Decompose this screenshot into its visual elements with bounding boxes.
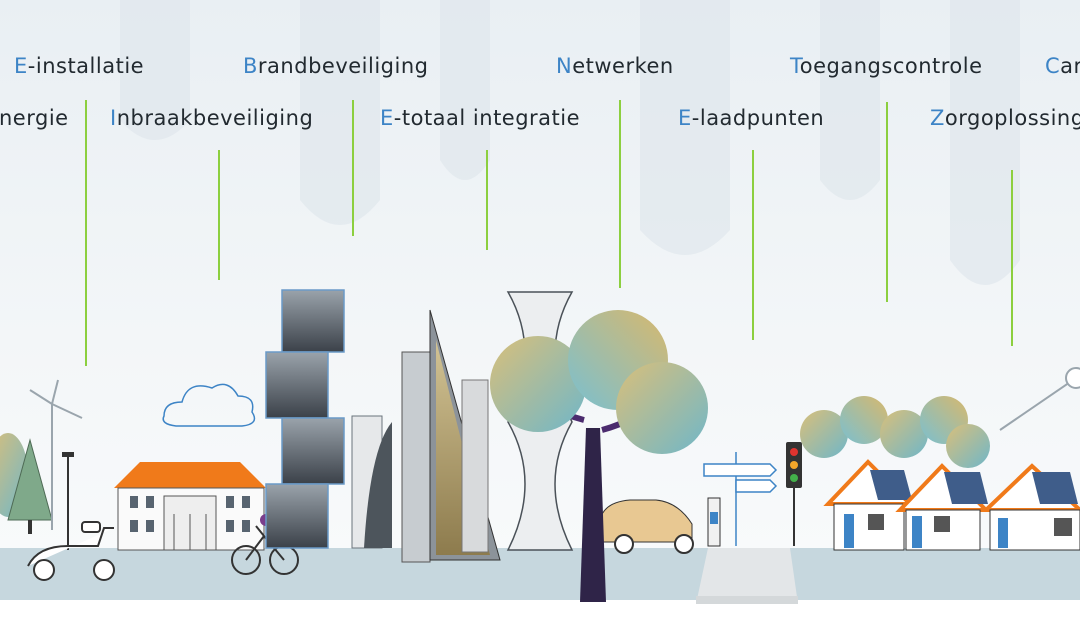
connector-line — [1011, 170, 1013, 346]
connector-line — [352, 100, 354, 236]
connector-line — [218, 150, 220, 280]
signpost-icon — [703, 452, 778, 546]
main-tree — [490, 310, 708, 602]
trees-left — [0, 433, 53, 534]
service-label-camera: Car — [1045, 54, 1080, 78]
car-icon — [599, 499, 694, 554]
charging-station-icon — [707, 497, 721, 547]
town-hall — [114, 462, 266, 551]
service-label-e-laadpunten: E-laadpunten — [678, 106, 825, 130]
connector-line — [486, 150, 488, 250]
service-label-toegangscontrole: Toegangscontrole — [790, 54, 983, 78]
glass-tower — [265, 289, 345, 549]
service-label-netwerken: Netwerken — [556, 54, 674, 78]
service-label-brandbeveiliging: Brandbeveiliging — [243, 54, 429, 78]
connector-line — [619, 100, 621, 288]
wind-turbine-icon — [29, 367, 1080, 530]
traffic-light-icon — [786, 442, 802, 546]
service-label-energie: nergie — [0, 106, 69, 130]
service-label-e-totaal-integratie: E-totaal integratie — [380, 106, 581, 130]
houses — [823, 459, 1080, 551]
cloud-icon — [162, 383, 256, 427]
connector-line — [752, 150, 754, 340]
service-label-e-installatie: E-installatie — [14, 54, 145, 78]
connector-line — [886, 102, 888, 302]
service-label-zorgoplossingen: Zorgoplossing — [930, 106, 1080, 130]
service-label-inbraakbeveiliging: Inbraakbeveiliging — [110, 106, 314, 130]
connector-line — [85, 100, 87, 366]
scooter-icon — [27, 521, 115, 581]
